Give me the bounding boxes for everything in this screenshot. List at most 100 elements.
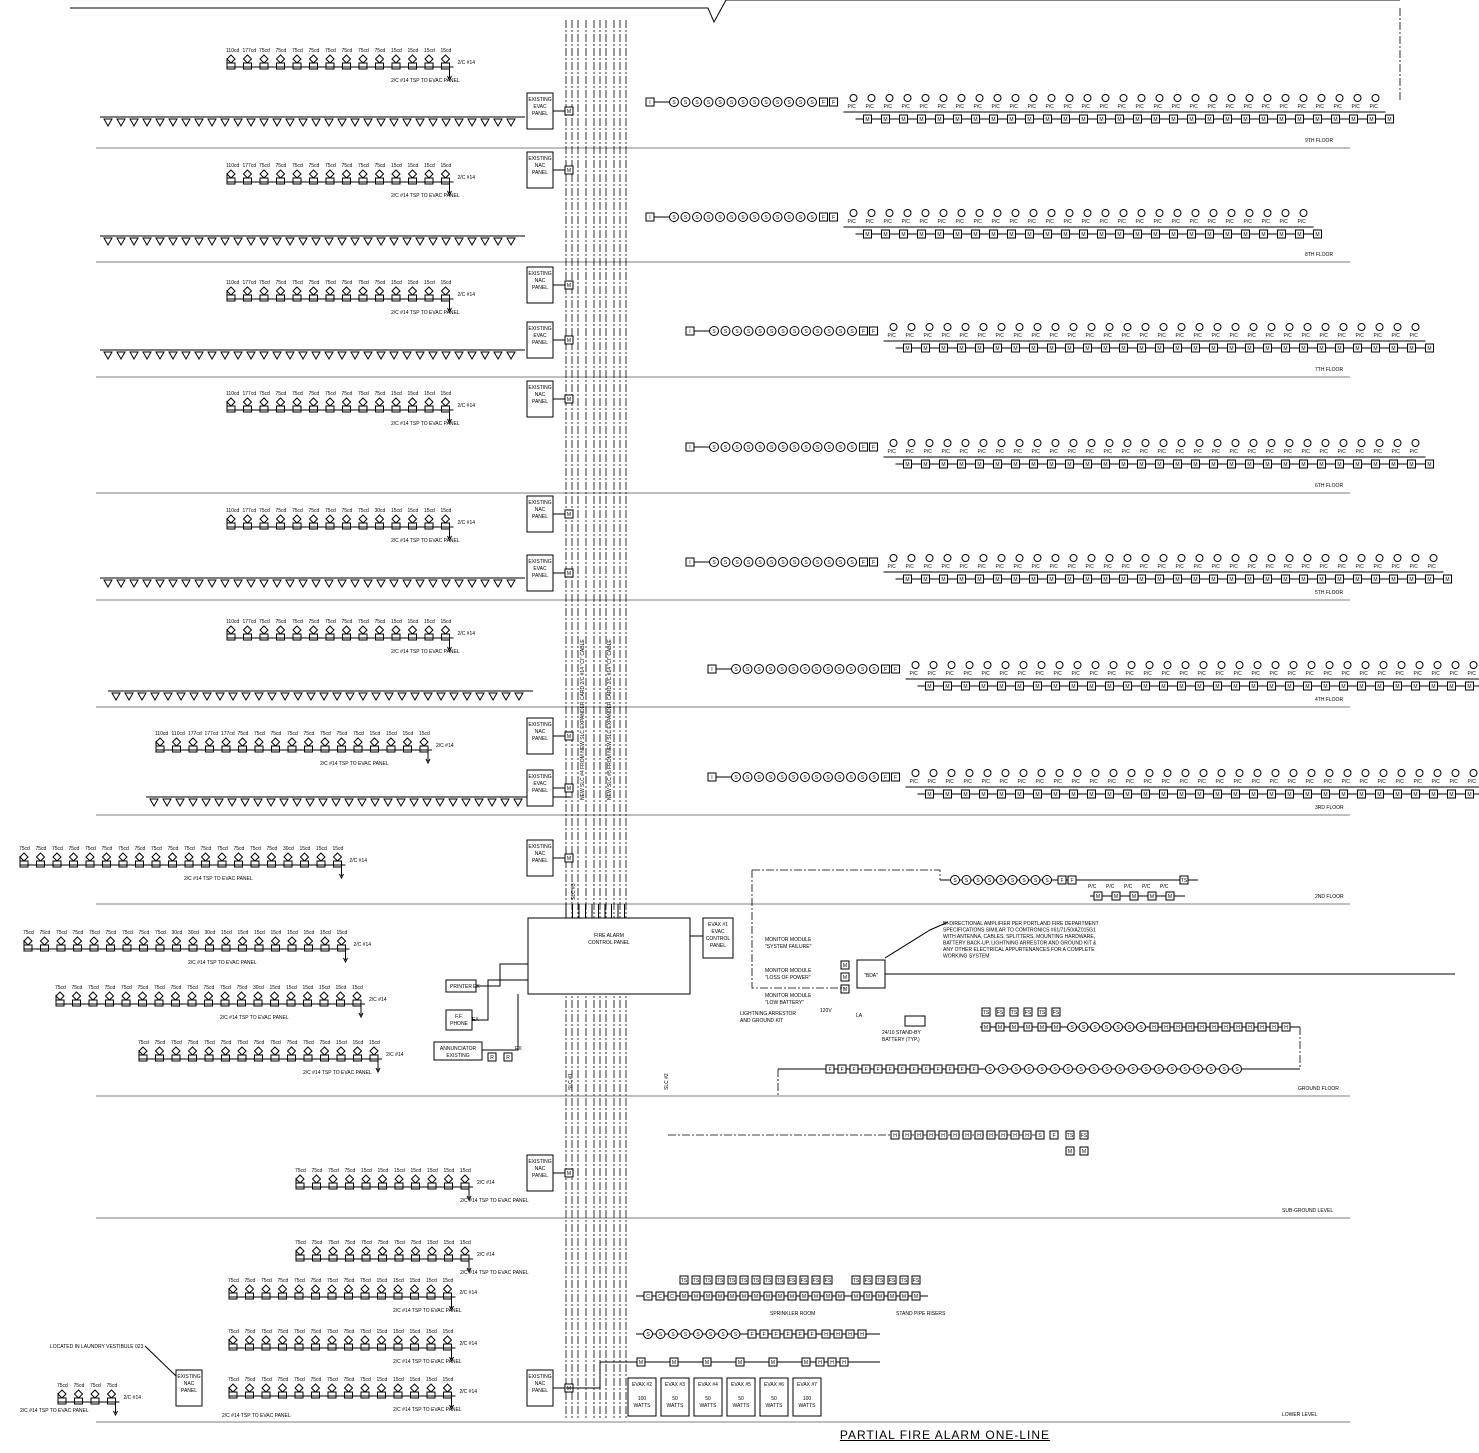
monitor-module-icon: M <box>679 1291 689 1301</box>
device-letter: M <box>1301 346 1305 352</box>
device-box <box>1227 343 1236 353</box>
device-box <box>1191 459 1200 469</box>
device-letter: H <box>953 1133 957 1139</box>
smoke-detector-icon: S <box>835 557 846 567</box>
speaker-icon <box>389 579 399 589</box>
candela-rating: 75cd <box>337 731 348 737</box>
evax-watts: WATTS <box>799 1403 817 1409</box>
monitor-module-icon: M <box>1339 681 1348 691</box>
speaker-icon <box>162 798 172 808</box>
horn-box <box>358 294 368 302</box>
device-box <box>1141 789 1150 799</box>
monitor-module-icon: M <box>636 1357 646 1367</box>
pc-label: P/C <box>902 104 911 110</box>
speaker-icon <box>467 351 477 361</box>
pc-label: P/C <box>928 779 937 785</box>
candela-rating: 75cd <box>254 731 265 737</box>
flow-switch-icon: F <box>829 212 838 222</box>
strobe-diamond <box>253 991 263 1001</box>
monitor-module-icon: M <box>903 574 912 584</box>
horn-strobe-icon <box>424 286 434 302</box>
standpipe-label: STAND PIPE RISERS <box>896 1311 946 1317</box>
horn-box <box>377 1292 386 1300</box>
device-letter: H <box>818 1360 822 1366</box>
device-letter: M <box>1049 462 1053 468</box>
candela-rating: 15cd <box>408 391 419 397</box>
device-letter: M <box>1045 232 1049 238</box>
facp-box <box>527 917 691 995</box>
device-letter: F <box>872 329 875 335</box>
heat-detector-icon: H <box>950 1130 960 1140</box>
device-letter: M <box>1117 117 1121 123</box>
smoke-circle <box>795 97 806 107</box>
monitor-module-icon: M <box>1259 114 1268 124</box>
device-box <box>1015 681 1024 691</box>
smoke-detector-icon: S <box>680 97 691 107</box>
smoke-circle <box>655 1329 666 1339</box>
smoke-detector-icon <box>1137 94 1146 102</box>
smoke-detector-icon <box>1213 554 1222 562</box>
wire-label: 2/C #14 <box>458 60 476 66</box>
horn-strobe-icon <box>200 852 211 868</box>
device-box <box>1407 574 1416 584</box>
strobe-diamond <box>226 169 236 179</box>
isolator-module-icon: I <box>685 557 695 567</box>
device-box <box>702 1357 712 1367</box>
monitor-module-icon: M <box>1317 459 1326 469</box>
pc-label: P/C <box>1288 779 1297 785</box>
horn-strobe-icon <box>242 286 253 302</box>
speaker-icon <box>116 237 126 247</box>
device-box <box>1425 574 1434 584</box>
monitor-module-icon: M <box>1065 574 1074 584</box>
candela-rating: 75cd <box>309 391 320 397</box>
candela-rating: 15cd <box>370 731 381 737</box>
device-letter: M <box>1265 346 1269 352</box>
smoke-circle <box>705 1329 716 1339</box>
horn-strobe-icon <box>343 1383 354 1399</box>
smoke-detector-icon <box>993 209 1002 217</box>
pc-label: P/C <box>1396 671 1405 677</box>
strobe-diamond <box>204 1046 214 1056</box>
heat-detector-icon: H <box>827 1357 837 1367</box>
pc-label: P/C <box>1090 779 1099 785</box>
strobe-diamond <box>35 852 46 862</box>
horn-box <box>243 522 252 530</box>
monitor-module-icon: M <box>1357 789 1366 799</box>
horn-strobe-icon <box>358 514 368 530</box>
pc-label: P/C <box>1054 671 1063 677</box>
ann-label: EXISTING <box>446 1053 469 1059</box>
smoke-detector-icon <box>983 661 992 669</box>
horn-strobe-icon <box>138 936 149 952</box>
horn-strobe-icon <box>391 514 401 530</box>
smoke-circle <box>749 97 760 107</box>
horn-box <box>226 522 236 530</box>
horn-box <box>375 62 384 70</box>
device-box <box>1115 229 1124 239</box>
device-letter: TS <box>717 1278 724 1284</box>
monitor-module-icon: M <box>1339 789 1348 799</box>
pc-label: P/C <box>1230 449 1239 455</box>
strobe-diamond <box>424 625 434 635</box>
smoke-circle <box>731 772 741 782</box>
candela-rating: 75cd <box>342 48 353 54</box>
horn-strobe-icon <box>261 1284 271 1300</box>
device-box <box>1047 574 1056 584</box>
device-box <box>1317 343 1326 353</box>
device-letter: M <box>1089 684 1093 690</box>
strobe-diamond <box>266 852 277 862</box>
pc-label: P/C <box>1216 779 1225 785</box>
device-box <box>840 972 850 982</box>
smoke-detector-icon: S <box>755 442 765 452</box>
strobe-diamond <box>259 169 269 179</box>
device-letter: M <box>567 1171 571 1177</box>
device-letter: M <box>1319 577 1323 583</box>
strobe-diamond <box>442 1383 453 1393</box>
device-letter: F <box>774 1332 777 1338</box>
horn-strobe-icon <box>287 936 297 952</box>
pc-label: P/C <box>1468 779 1477 785</box>
candela-rating: 75cd <box>155 1040 166 1046</box>
